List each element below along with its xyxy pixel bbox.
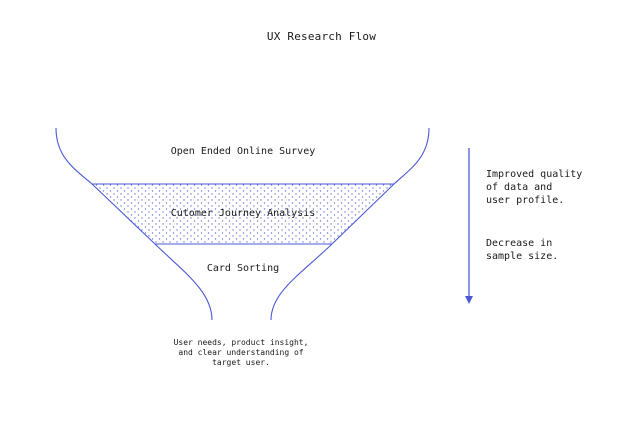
outcome-line: and clear understanding of — [178, 348, 304, 357]
funnel-right-edge — [270, 127, 430, 321]
arrow-down-icon — [465, 296, 473, 304]
sample-note-line: Decrease in — [486, 238, 553, 249]
sample-size-note: Decrease in sample size. — [486, 237, 636, 263]
stage-label-survey: Open Ended Online Survey — [170, 146, 316, 157]
funnel-outcome-text: User needs, product insight, and clear u… — [141, 338, 341, 368]
diagram-title: UX Research Flow — [266, 30, 377, 43]
quality-note-line: Improved quality — [486, 169, 583, 180]
quality-note: Improved quality of data and user profil… — [486, 168, 636, 207]
funnel-left-edge — [55, 127, 213, 321]
stage-label-journey-analysis: Cutomer Journey Analysis — [170, 208, 316, 219]
quality-note-line: user profile. — [486, 195, 565, 206]
outcome-line: User needs, product insight, — [173, 338, 309, 347]
outcome-line: target user. — [212, 358, 270, 367]
middle-stage-dotted-band — [92, 184, 394, 244]
stage-label-card-sorting: Card Sorting — [206, 263, 280, 274]
sample-note-line: sample size. — [486, 251, 559, 262]
quality-note-line: of data and — [486, 182, 553, 193]
